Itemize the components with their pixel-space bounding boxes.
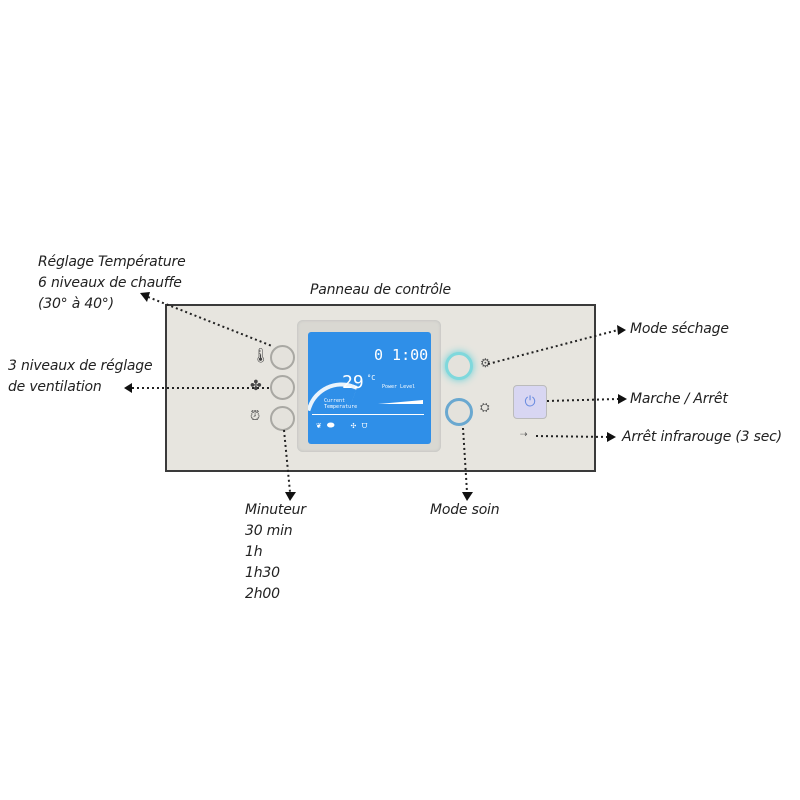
lcd-unit: °C: [367, 374, 376, 382]
alarm-clock-icon: ⏰︎: [250, 409, 261, 424]
lcd-time: 0 1:00: [374, 346, 429, 364]
temperature-label-line: Réglage Température: [38, 254, 186, 270]
infrared-off-label: Arrêt infrarouge (3 sec): [622, 429, 782, 445]
timer-label-line: 1h30: [245, 565, 280, 581]
drying-mode-label: Mode séchage: [630, 321, 729, 337]
timer-label-line: 30 min: [245, 523, 293, 539]
infrared-icon: ⇢: [520, 430, 528, 440]
fan-button[interactable]: [270, 375, 295, 400]
care-mode-button[interactable]: [445, 398, 473, 426]
thermometer-icon: 🌡︎: [252, 348, 270, 364]
power-label: Marche / Arrêt: [630, 391, 728, 407]
power-button[interactable]: ⏻: [513, 385, 547, 419]
lcd-temperature: 29: [342, 372, 364, 393]
ventilation-label: 3 niveaux de réglage de ventilation: [8, 356, 153, 398]
ventilation-label-line: 3 niveaux de réglage: [8, 358, 153, 374]
timer-label-line: Minuteur: [245, 502, 306, 518]
care-mode-label: Mode soin: [430, 502, 500, 518]
timer-label: Minuteur 30 min 1h 1h30 2h00: [245, 500, 306, 605]
panel-title: Panneau de contrôle: [310, 282, 451, 298]
lcd-current-temp: Current Temperature: [324, 398, 358, 410]
lcd-divider: [312, 414, 424, 415]
timer-button[interactable]: [270, 406, 295, 431]
ventilation-label-line: de ventilation: [8, 379, 102, 395]
drying-icon: ⚙: [480, 356, 491, 370]
fan-icon: ✤: [250, 378, 262, 394]
lcd-mode-icons: ❦ ⬬ ✣ ⩌: [316, 421, 368, 431]
timer-label-line: 1h: [245, 544, 263, 560]
temperature-label: Réglage Température 6 niveaux de chauffe…: [38, 252, 186, 315]
temperature-label-line: 6 niveaux de chauffe: [38, 275, 182, 291]
drying-mode-button[interactable]: [445, 352, 473, 380]
care-icon: ⛭: [480, 400, 490, 414]
lcd-power-level: Power Level: [382, 384, 416, 390]
lcd-screen: 0 1:00 29 °C Power Level Current Tempera…: [308, 332, 431, 444]
temperature-label-line: (30° à 40°): [38, 296, 114, 312]
temperature-button[interactable]: [270, 345, 295, 370]
timer-label-line: 2h00: [245, 586, 280, 602]
power-bar: [378, 400, 423, 404]
